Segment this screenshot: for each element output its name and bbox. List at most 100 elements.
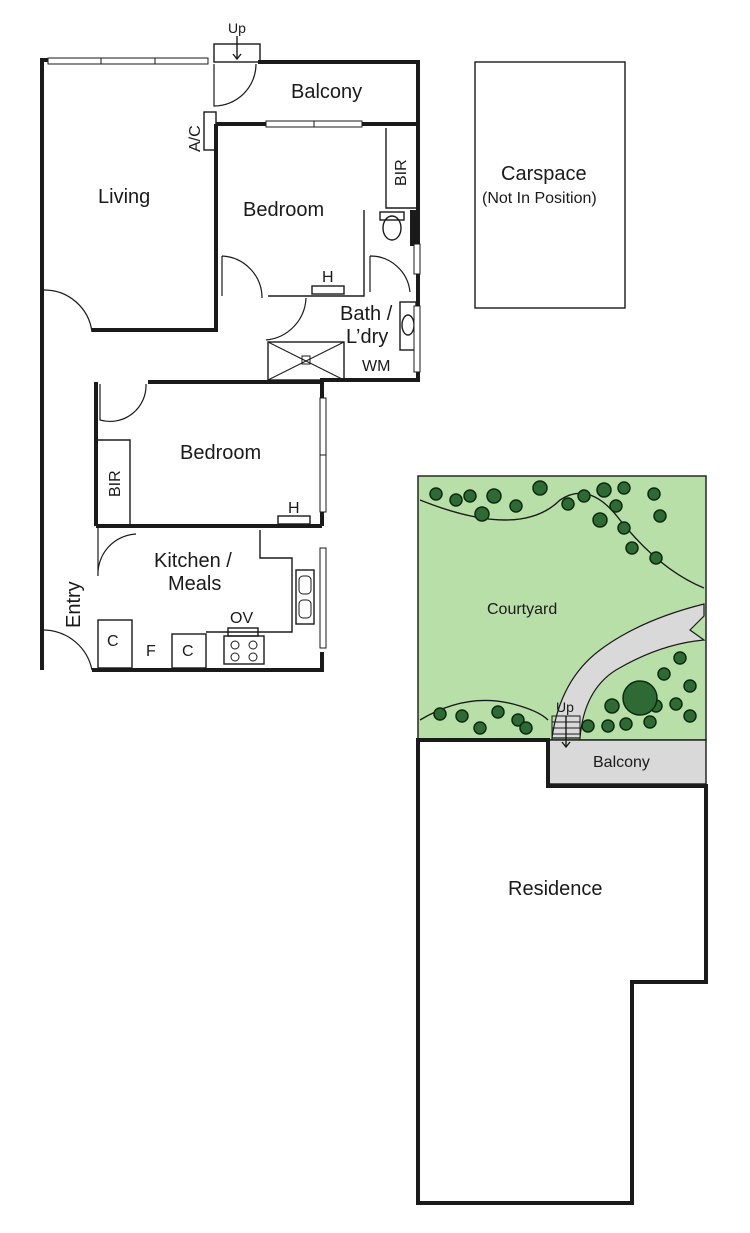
shrub-icon — [609, 499, 623, 513]
shrub-icon — [683, 679, 697, 693]
shrub-icon — [653, 509, 667, 523]
label-bedroom-2: Bedroom — [180, 442, 261, 464]
cooktop — [223, 635, 265, 665]
shrub-icon — [449, 493, 463, 507]
stair-arrowhead-lower — [561, 741, 571, 749]
bath-window — [413, 243, 421, 275]
shrub-icon — [604, 698, 620, 714]
toilet-cistern — [379, 211, 405, 221]
shrub-icon — [657, 667, 671, 681]
bath-window-2 — [413, 305, 421, 373]
upper-balcony-outline — [258, 60, 420, 122]
shrub-icon — [561, 497, 575, 511]
kitchen-bench — [206, 530, 293, 633]
shrub-icon — [509, 499, 523, 513]
sink — [295, 569, 315, 625]
label-bath-2: L’dry — [346, 326, 388, 348]
bath-door — [369, 255, 411, 293]
heater2 — [277, 515, 311, 525]
label-fridge: F — [146, 643, 156, 660]
toilet-bowl — [382, 215, 402, 241]
hall-bath-door — [265, 297, 307, 341]
shower-cross-2 — [267, 341, 345, 381]
label-balcony-lower: Balcony — [593, 754, 650, 771]
courtyard-trees — [429, 480, 697, 735]
shrub-icon — [683, 709, 697, 723]
living-right-wall — [92, 124, 218, 332]
shrub-icon — [617, 481, 631, 495]
shower-drain — [301, 355, 311, 365]
label-wm: WM — [362, 358, 390, 375]
label-kitchen-2: Meals — [168, 573, 221, 595]
shrub-icon — [463, 489, 477, 503]
entry-door — [43, 629, 93, 671]
shrub-icon — [455, 709, 469, 723]
living-balcony-door — [213, 63, 257, 107]
shrub-icon — [643, 715, 657, 729]
burner-3 — [230, 652, 240, 662]
bir1-outline — [385, 128, 416, 209]
unit-plan — [40, 36, 421, 672]
shrub-icon — [511, 713, 525, 727]
shrub-icon — [649, 551, 663, 565]
label-bir-1: BIR — [393, 159, 410, 186]
label-bedroom-1: Bedroom — [243, 199, 324, 221]
shrub-icon — [581, 719, 595, 733]
shrub-icon — [473, 721, 487, 735]
label-residence: Residence — [508, 878, 603, 900]
label-stairs-up-lower: Up — [556, 699, 574, 715]
label-bath-1: Bath / — [340, 303, 393, 325]
label-carspace: Carspace — [501, 163, 587, 185]
shrub-icon — [669, 697, 683, 711]
label-ac: A/C — [187, 125, 204, 152]
heater1 — [311, 285, 345, 295]
large-tree-icon — [622, 680, 658, 716]
kitchen-door — [97, 528, 137, 577]
label-balcony-upper: Balcony — [291, 81, 362, 103]
stair-arrowhead-top — [232, 53, 242, 61]
shrub-icon — [429, 487, 443, 501]
shrub-icon — [647, 487, 661, 501]
bedroom1-door — [221, 255, 263, 299]
site-plan — [416, 475, 708, 1205]
residence-outline — [416, 738, 708, 1205]
label-kitchen-1: Kitchen / — [154, 550, 232, 572]
toilet-partition — [268, 210, 365, 297]
shrub-icon — [592, 512, 608, 528]
burner-4 — [248, 652, 258, 662]
bir2-outline — [98, 439, 131, 524]
living-window — [47, 57, 209, 65]
shrub-icon — [519, 721, 533, 735]
sink-bowl-1 — [298, 575, 312, 595]
label-heater-1: H — [322, 269, 334, 286]
shrub-icon — [577, 489, 591, 503]
label-heater-2: H — [288, 500, 300, 517]
garden-bed-curve-2 — [419, 699, 549, 721]
basin — [401, 314, 415, 336]
shrub-icon — [617, 521, 631, 535]
shrub-icon — [532, 480, 548, 496]
label-oven: OV — [230, 610, 253, 627]
kitchen-window — [319, 547, 327, 649]
shrub-icon — [673, 651, 687, 665]
label-cupboard-1: C — [107, 633, 119, 650]
label-entry: Entry — [63, 581, 85, 628]
label-carspace-note: (Not In Position) — [482, 190, 597, 207]
label-cupboard-2: C — [182, 643, 194, 660]
label-stairs-up-top: Up — [228, 20, 246, 36]
burner-1 — [230, 640, 240, 650]
label-living: Living — [98, 186, 150, 208]
living-door — [43, 289, 93, 333]
carspace-box — [474, 61, 626, 309]
shrub-icon — [474, 506, 490, 522]
shrub-icon — [601, 719, 615, 733]
bedroom2-door — [99, 383, 147, 423]
label-bir-2: BIR — [107, 470, 124, 497]
toilet-side-wall — [410, 210, 418, 246]
shrub-icon — [619, 717, 633, 731]
shrub-icon — [433, 707, 447, 721]
label-courtyard: Courtyard — [487, 601, 557, 618]
shrub-icon — [625, 541, 639, 555]
sink-bowl-2 — [298, 599, 312, 619]
